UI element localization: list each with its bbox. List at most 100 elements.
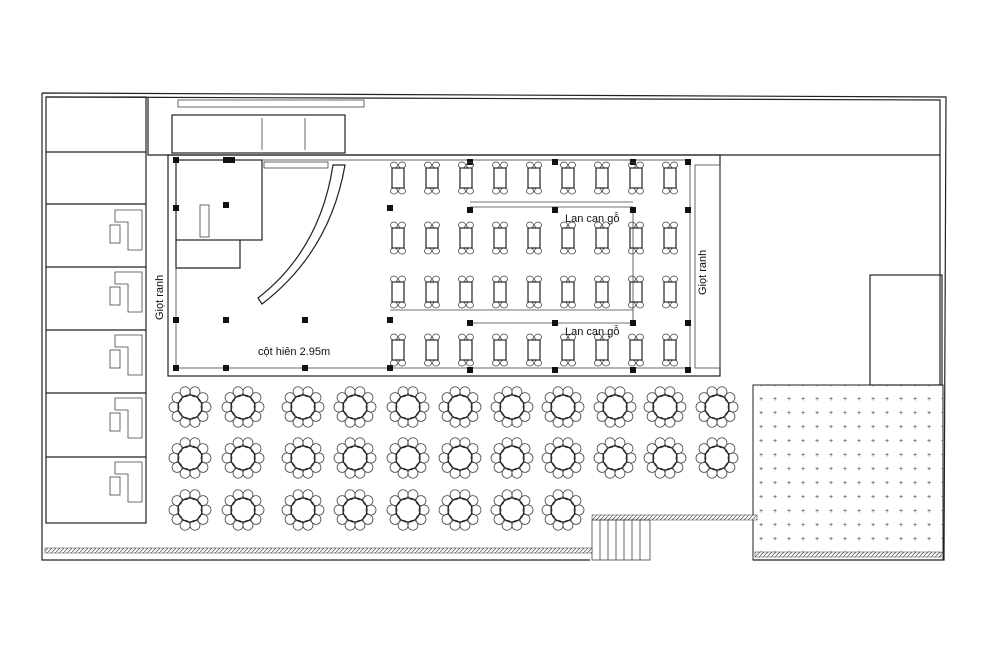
round-table [221, 437, 265, 479]
rect-table [662, 161, 678, 195]
structural-column [552, 207, 558, 213]
structural-column [223, 317, 229, 323]
rect-table [594, 333, 610, 367]
rect-table [628, 333, 644, 367]
rect-table [526, 221, 542, 255]
rect-table [662, 333, 678, 367]
round-table [541, 437, 585, 479]
structural-column [223, 365, 229, 371]
sofa [109, 271, 143, 313]
structural-column [173, 205, 179, 211]
structural-column [685, 320, 691, 326]
round-table [593, 386, 637, 428]
round-table [438, 437, 482, 479]
rect-table [560, 161, 576, 195]
structural-column [387, 365, 393, 371]
structural-column [630, 207, 636, 213]
round-table [168, 437, 212, 479]
structural-column [302, 317, 308, 323]
round-tables [168, 386, 739, 531]
garden-wall [754, 551, 942, 558]
structural-column [467, 207, 473, 213]
round-table [386, 437, 430, 479]
round-table [168, 489, 212, 531]
drip-line-left-label: Giọt ranh [154, 275, 166, 320]
main-hall [167, 154, 721, 377]
rect-table [390, 275, 406, 309]
rect-table [560, 275, 576, 309]
rect-table [424, 275, 440, 309]
rect-table [492, 161, 508, 195]
drip-line-right-label: Giọt ranh [697, 250, 709, 295]
structural-column [552, 367, 558, 373]
rect-table [424, 161, 440, 195]
sofa [109, 397, 143, 439]
left-rooms [45, 96, 147, 524]
structural-column [467, 320, 473, 326]
sofa [109, 209, 143, 251]
round-table [541, 489, 585, 531]
round-table [168, 386, 212, 428]
round-table [281, 386, 325, 428]
round-table [386, 386, 430, 428]
wood-railing-top-label: Lan can gỗ [565, 212, 619, 225]
rect-table [526, 275, 542, 309]
rect-table [526, 161, 542, 195]
drip-line-area [694, 164, 721, 369]
round-table [221, 386, 265, 428]
wood-railing-bottom-label: Lan can gỗ [565, 325, 619, 338]
rect-table [492, 333, 508, 367]
rect-table [662, 275, 678, 309]
rect-table [560, 333, 576, 367]
rect-table [492, 275, 508, 309]
round-table [643, 386, 687, 428]
round-table [490, 489, 534, 531]
top-strip [147, 97, 940, 156]
rect-table [662, 221, 678, 255]
round-table [333, 386, 377, 428]
rect-table [560, 221, 576, 255]
structural-column [387, 205, 393, 211]
right-room [869, 274, 943, 386]
structural-column [173, 365, 179, 371]
sofa [109, 334, 143, 376]
round-table [281, 437, 325, 479]
rect-table [424, 221, 440, 255]
round-table [438, 489, 482, 531]
round-table [593, 437, 637, 479]
rect-table [458, 221, 474, 255]
structural-column [223, 202, 229, 208]
rect-table [458, 275, 474, 309]
rect-table [492, 221, 508, 255]
rect-table [628, 161, 644, 195]
rect-table [390, 333, 406, 367]
structural-column [552, 159, 558, 165]
round-table [541, 386, 585, 428]
structural-column [302, 365, 308, 371]
rect-table [594, 275, 610, 309]
structural-column [387, 317, 393, 323]
structural-column [630, 320, 636, 326]
structural-column [173, 157, 179, 163]
structural-column [223, 157, 229, 163]
garden-area [752, 384, 944, 561]
round-table [643, 437, 687, 479]
round-table [490, 437, 534, 479]
rect-table [458, 333, 474, 367]
rect-table [458, 161, 474, 195]
rect-table [594, 221, 610, 255]
rect-table [390, 161, 406, 195]
kitchen [175, 159, 263, 241]
round-table [438, 386, 482, 428]
porch-column-label: cột hiên 2.95m [258, 346, 330, 358]
rect-table [628, 275, 644, 309]
round-table [333, 437, 377, 479]
round-table [333, 489, 377, 531]
sofa [109, 461, 143, 503]
structural-column [685, 367, 691, 373]
rect-table [594, 161, 610, 195]
rect-table [390, 221, 406, 255]
structural-column [467, 367, 473, 373]
round-table [490, 386, 534, 428]
